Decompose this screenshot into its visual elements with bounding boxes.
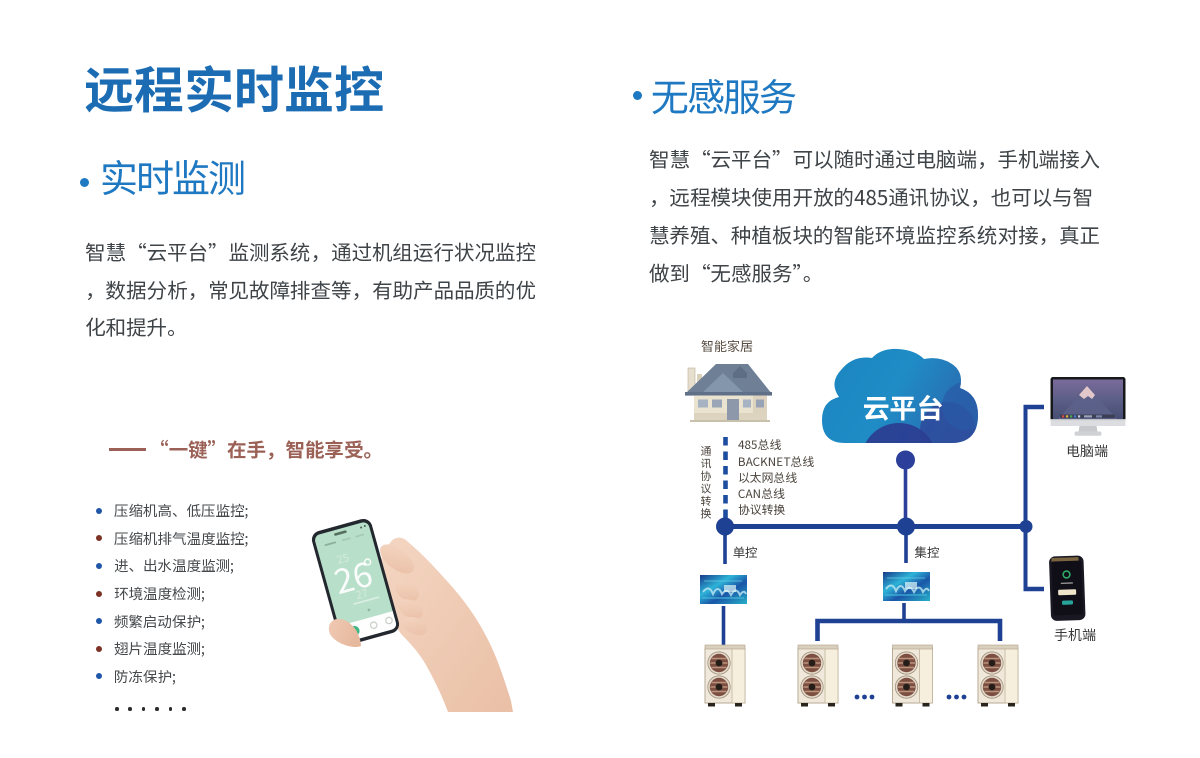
svg-text:集控: 集控 [914, 542, 941, 561]
svg-text:协议转换: 协议转换 [738, 501, 785, 518]
svg-text:485总线: 485总线 [738, 436, 781, 453]
svg-text:讯: 讯 [701, 456, 712, 472]
svg-text:CAN总线: CAN总线 [738, 485, 785, 502]
svg-text:单控: 单控 [733, 542, 759, 561]
svg-text:手机端: 手机端 [1054, 625, 1096, 645]
svg-text:电脑端: 电脑端 [1066, 441, 1108, 461]
svg-text:换: 换 [701, 506, 712, 522]
svg-text:通: 通 [701, 443, 712, 459]
svg-text:以太网总线: 以太网总线 [738, 469, 797, 486]
svg-text:云平台: 云平台 [863, 387, 944, 426]
svg-text:27: 27 [354, 584, 370, 603]
svg-text:协: 协 [701, 468, 713, 484]
svg-text:转: 转 [701, 493, 713, 509]
svg-text:智能家居: 智能家居 [701, 336, 753, 355]
svg-text:BACKNET总线: BACKNET总线 [738, 453, 814, 470]
svg-text:25: 25 [335, 549, 351, 568]
svg-text:议: 议 [701, 481, 712, 497]
